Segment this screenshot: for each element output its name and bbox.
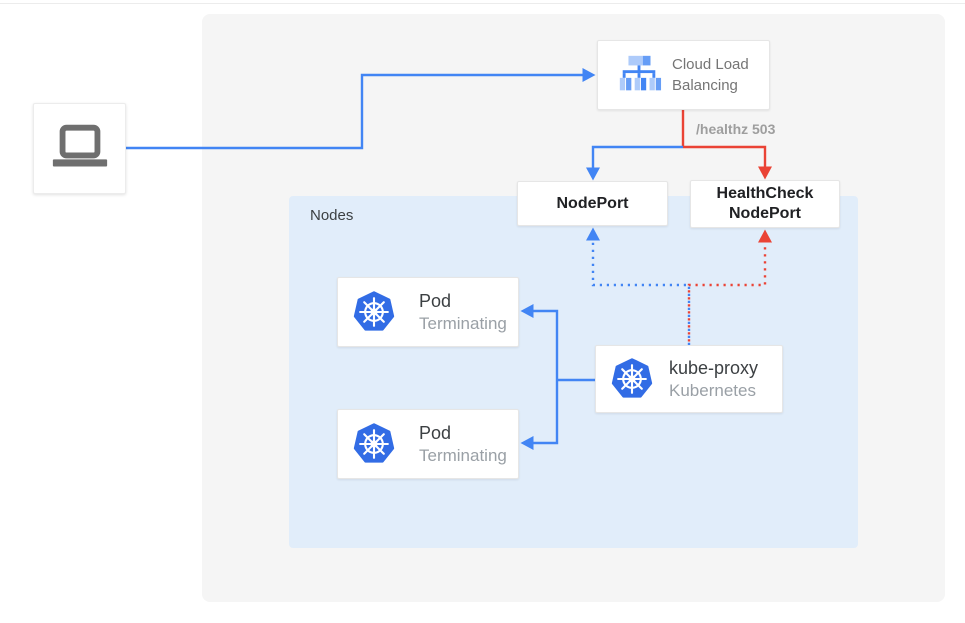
healthz-503-label: /healthz 503 xyxy=(696,121,776,137)
laptop-icon xyxy=(49,123,111,175)
cloud-load-balancing-box: Cloud Load Balancing xyxy=(597,40,770,110)
pod-2-box: Pod Terminating xyxy=(337,409,519,479)
kube-proxy-subtitle: Kubernetes xyxy=(669,381,756,400)
pod-2-status: Terminating xyxy=(419,446,507,465)
healthcheck-nodeport-label: HealthCheck NodePort xyxy=(716,185,814,222)
cloud-load-balancing-icon xyxy=(616,52,662,98)
nodeport-label: NodePort xyxy=(556,194,629,212)
pod-1-title: Pod xyxy=(419,291,452,311)
kube-proxy-title: kube-proxy xyxy=(669,358,759,378)
kubernetes-icon xyxy=(353,423,395,465)
pod-1-status: Terminating xyxy=(419,314,507,333)
kubernetes-icon xyxy=(353,291,395,333)
client-box xyxy=(33,103,126,194)
kube-proxy-box: kube-proxy Kubernetes xyxy=(595,345,783,413)
nodes-group-label: Nodes xyxy=(310,207,354,224)
healthcheck-nodeport-box: HealthCheck NodePort xyxy=(690,180,840,228)
pod-2-title: Pod xyxy=(419,423,452,443)
top-divider xyxy=(0,3,965,4)
nodeport-box: NodePort xyxy=(517,181,668,226)
kubernetes-icon xyxy=(611,358,653,400)
pod-1-box: Pod Terminating xyxy=(337,277,519,347)
cloud-load-balancing-label: Cloud Load Balancing xyxy=(672,56,749,94)
